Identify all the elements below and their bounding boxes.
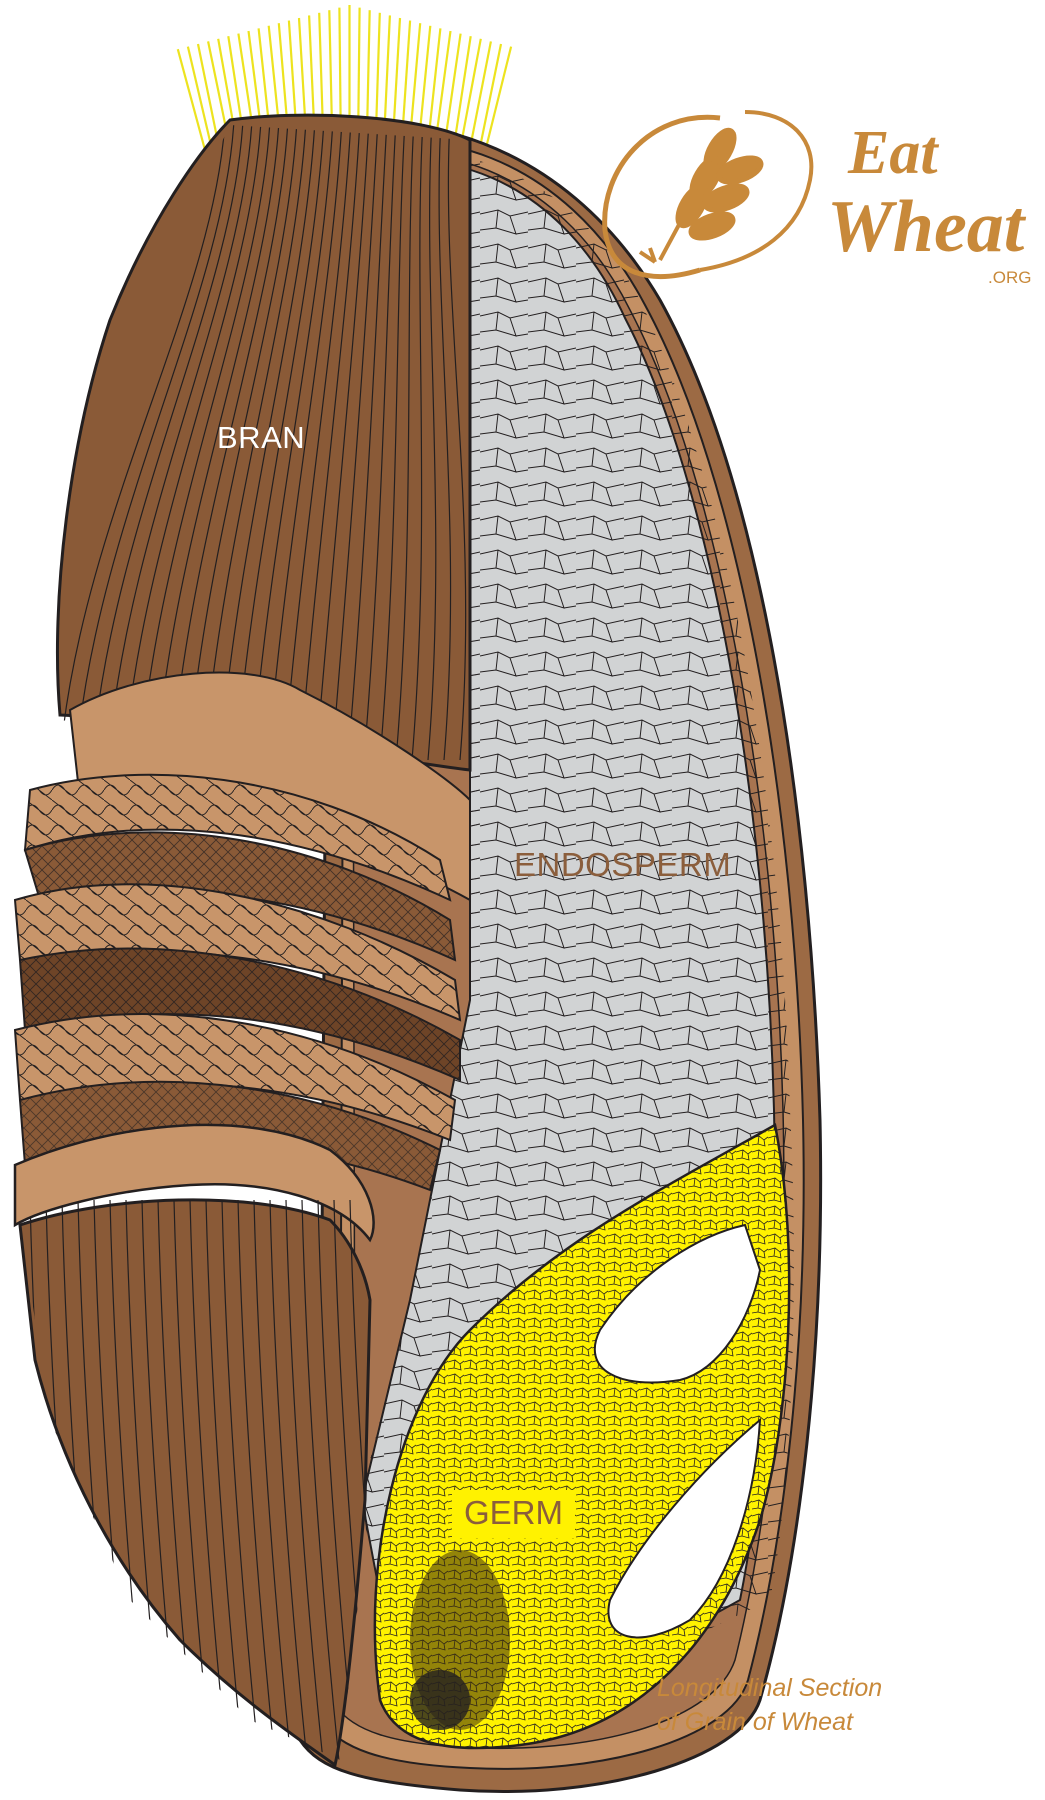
endosperm-label: ENDOSPERM: [514, 846, 732, 883]
caption-line-1: Longitudinal Section: [657, 1674, 883, 1702]
bran-fiber-line: [107, 125, 253, 761]
hair-strand: [484, 46, 513, 151]
bran-fiber-line: [285, 1199, 327, 1760]
bran-fiber-line: [155, 125, 280, 761]
bran-fiber-line: [349, 1199, 370, 1760]
bran-fiber-line: [395, 125, 415, 761]
bran-fiber-line: [253, 1199, 295, 1760]
bran-fiber-line: [363, 125, 397, 761]
bran-fiber-line: [235, 125, 325, 761]
bran-fiber-line: [447, 125, 467, 761]
bran-fiber-line: [237, 1199, 279, 1760]
coleoptile: [607, 1417, 762, 1639]
bran-fiber-line: [438, 125, 452, 761]
bran-fiber-line: [347, 125, 388, 761]
bran-fiber-line: [171, 125, 289, 761]
bran-fiber-line: [315, 125, 370, 761]
bran-fiber-line: [269, 1199, 311, 1760]
germ-label: GERM: [452, 1490, 575, 1538]
logo-wheat-text[interactable]: Wheat: [827, 186, 1025, 268]
wheat-ear-icon: [602, 110, 814, 279]
bran-fiber-line: [123, 125, 262, 761]
hair-strand: [186, 46, 215, 157]
bran-fiber-line: [299, 125, 361, 761]
caption-line-2: of Grain of Wheat: [657, 1708, 853, 1736]
bran-fiber-line: [203, 125, 307, 761]
bran-fiber-line: [91, 125, 244, 761]
hair-strand: [176, 48, 207, 151]
bran-fiber-line: [251, 125, 334, 761]
bran-fiber-line: [219, 125, 316, 761]
bran-fiber-line: [139, 125, 271, 761]
bran-fiber-line: [283, 125, 352, 761]
scutellum-cavity: [593, 1223, 762, 1384]
bran-fiber-line: [379, 125, 406, 761]
bran-fiber-line: [411, 125, 424, 761]
logo-org-text[interactable]: .ORG: [988, 268, 1032, 287]
bran-label: BRAN: [217, 420, 306, 455]
bran-fiber-line: [267, 125, 343, 761]
bran-fiber-line: [60, 125, 226, 761]
radicle: [410, 1670, 470, 1730]
bran-layers: [13, 660, 480, 1243]
bran-fiber-line: [187, 125, 298, 761]
bran-fiber-line: [75, 125, 235, 761]
bran-fiber-line: [331, 125, 379, 761]
hair-strand: [458, 38, 482, 151]
bran-fiber-line: [301, 1199, 343, 1760]
hair-strand: [467, 41, 492, 157]
bran-upper: [55, 113, 472, 772]
bran-fiber-line: [221, 1199, 263, 1760]
logo-eat-text[interactable]: Eat: [848, 119, 938, 187]
bran-fiber-line: [427, 125, 437, 761]
